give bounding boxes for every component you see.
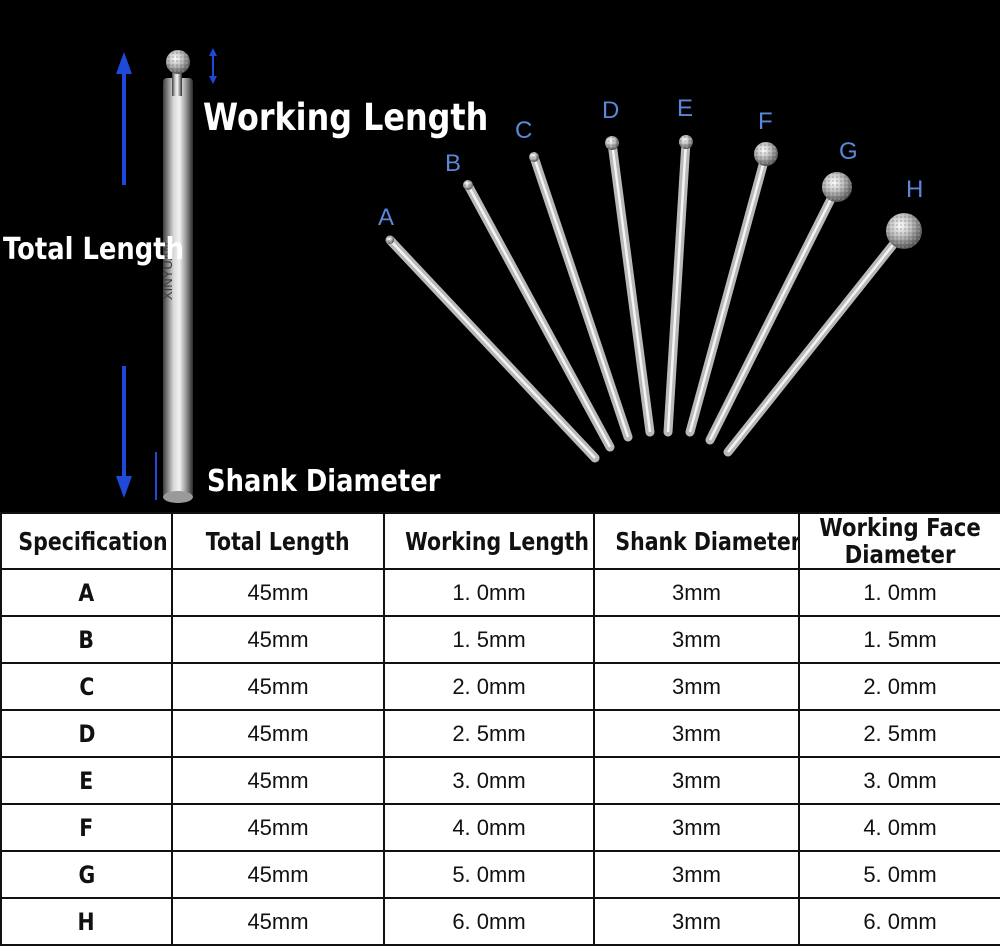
shank-diameter-cell: 3mm (593, 615, 800, 664)
total-length-cell: 45mm (171, 615, 385, 664)
total-length-arrow (116, 52, 132, 498)
working-face-diameter-cell: 1. 0mm (798, 568, 1000, 617)
working-face-diameter-cell: 2. 0mm (798, 662, 1000, 711)
working-face-diameter-cell: 5. 0mm (798, 850, 1000, 899)
shank-diameter-cell: 3mm (593, 709, 800, 758)
total-length-cell: 45mm (171, 662, 385, 711)
reference-burr: XINYUAN (160, 50, 193, 503)
table-row: D 45mm 2. 5mm 3mm 2. 5mm (0, 709, 1000, 758)
burr-letter-f: F (758, 108, 773, 135)
burr-d (605, 136, 655, 437)
svg-text:XINYUAN: XINYUAN (160, 242, 175, 300)
burr-letter-c: C (515, 117, 533, 144)
shank-diameter-cell: 3mm (593, 756, 800, 805)
table-row: G 45mm 5. 0mm 3mm 5. 0mm (0, 850, 1000, 899)
burr-letter-a: A (378, 204, 395, 231)
shank-diameter-cell: 3mm (593, 850, 800, 899)
shank-diameter-label: Shank Diameter (207, 464, 441, 499)
table-row: A 45mm 1. 0mm 3mm 1. 0mm (0, 568, 1000, 617)
burr-letter-b: B (445, 150, 462, 177)
working-face-diameter-cell: 4. 0mm (798, 803, 1000, 852)
working-length-label: Working Length (203, 96, 489, 139)
burr-c (529, 152, 633, 442)
burr-letter-g: G (839, 138, 858, 165)
working-face-diameter-cell: 1. 5mm (798, 615, 1000, 664)
spec-table: Specification Total Length Working Lengt… (0, 512, 1000, 946)
burr-a (385, 235, 600, 463)
product-photo: XINYUAN Working Length Total Length Shan… (0, 0, 1000, 512)
burr-letter-e: E (677, 95, 694, 122)
spec-cell: F (0, 803, 173, 852)
burr-letter-h: H (906, 176, 924, 203)
table-header-row: Specification Total Length Working Lengt… (0, 512, 1000, 570)
table-row: F 45mm 4. 0mm 3mm 4. 0mm (0, 803, 1000, 852)
shank-diameter-cell: 3mm (593, 568, 800, 617)
total-length-label: Total Length (3, 232, 184, 267)
working-length-cell: 2. 5mm (383, 709, 595, 758)
burr-letter-d: D (602, 97, 620, 124)
working-face-diameter-cell: 3. 0mm (798, 756, 1000, 805)
header-shank-diameter: Shank Diameter (593, 512, 800, 570)
burr-b (463, 180, 615, 452)
burr-illustration: XINYUAN (116, 48, 922, 503)
burr-fan (385, 135, 922, 463)
spec-cell: E (0, 756, 173, 805)
burr-h (723, 213, 922, 457)
spec-cell: A (0, 568, 173, 617)
table-row: B 45mm 1. 5mm 3mm 1. 5mm (0, 615, 1000, 664)
total-length-cell: 45mm (171, 568, 385, 617)
working-length-cell: 1. 5mm (383, 615, 595, 664)
working-length-cell: 5. 0mm (383, 850, 595, 899)
header-working-face-diameter: Working Face Diameter (798, 512, 1000, 570)
shank-diameter-cell: 3mm (593, 803, 800, 852)
shank-diameter-cell: 3mm (593, 662, 800, 711)
total-length-cell: 45mm (171, 756, 385, 805)
total-length-cell: 45mm (171, 850, 385, 899)
working-length-cell: 3. 0mm (383, 756, 595, 805)
header-total-length: Total Length (171, 512, 385, 570)
working-length-cell: 4. 0mm (383, 803, 595, 852)
spec-cell: C (0, 662, 173, 711)
working-length-cell: 1. 0mm (383, 568, 595, 617)
spec-cell: D (0, 709, 173, 758)
burr-f (685, 142, 778, 437)
spec-cell: G (0, 850, 173, 899)
total-length-cell: 45mm (171, 803, 385, 852)
header-specification: Specification (0, 512, 173, 570)
working-length-arrow (209, 48, 217, 84)
table-row: E 45mm 3. 0mm 3mm 3. 0mm (0, 756, 1000, 805)
working-length-cell: 2. 0mm (383, 662, 595, 711)
burr-e (663, 135, 693, 437)
spec-cell: B (0, 615, 173, 664)
burr-g (705, 172, 852, 445)
header-working-length: Working Length (383, 512, 595, 570)
total-length-cell: 45mm (171, 709, 385, 758)
table-row: C 45mm 2. 0mm 3mm 2. 0mm (0, 662, 1000, 711)
working-face-diameter-cell: 2. 5mm (798, 709, 1000, 758)
